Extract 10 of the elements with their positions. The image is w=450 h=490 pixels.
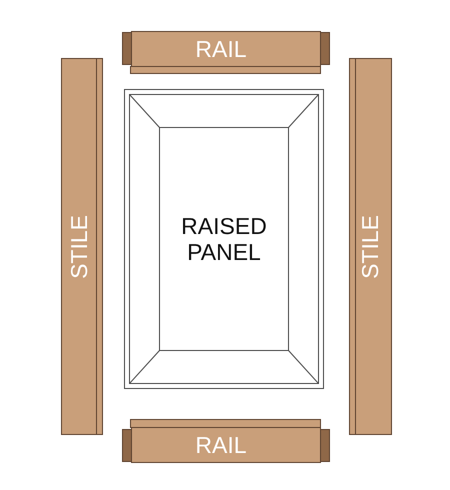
raised-panel: [124, 89, 324, 389]
rail-board: [122, 31, 330, 74]
part-label: RAIL: [195, 36, 247, 62]
rail-board: [122, 419, 330, 463]
stile-board: [349, 58, 392, 435]
part-label: STILE: [66, 214, 92, 278]
part-label: RAIL: [195, 432, 247, 458]
part-label: STILE: [356, 214, 382, 278]
part-label: RAISED PANEL: [181, 213, 267, 265]
stile-board: [61, 58, 103, 435]
